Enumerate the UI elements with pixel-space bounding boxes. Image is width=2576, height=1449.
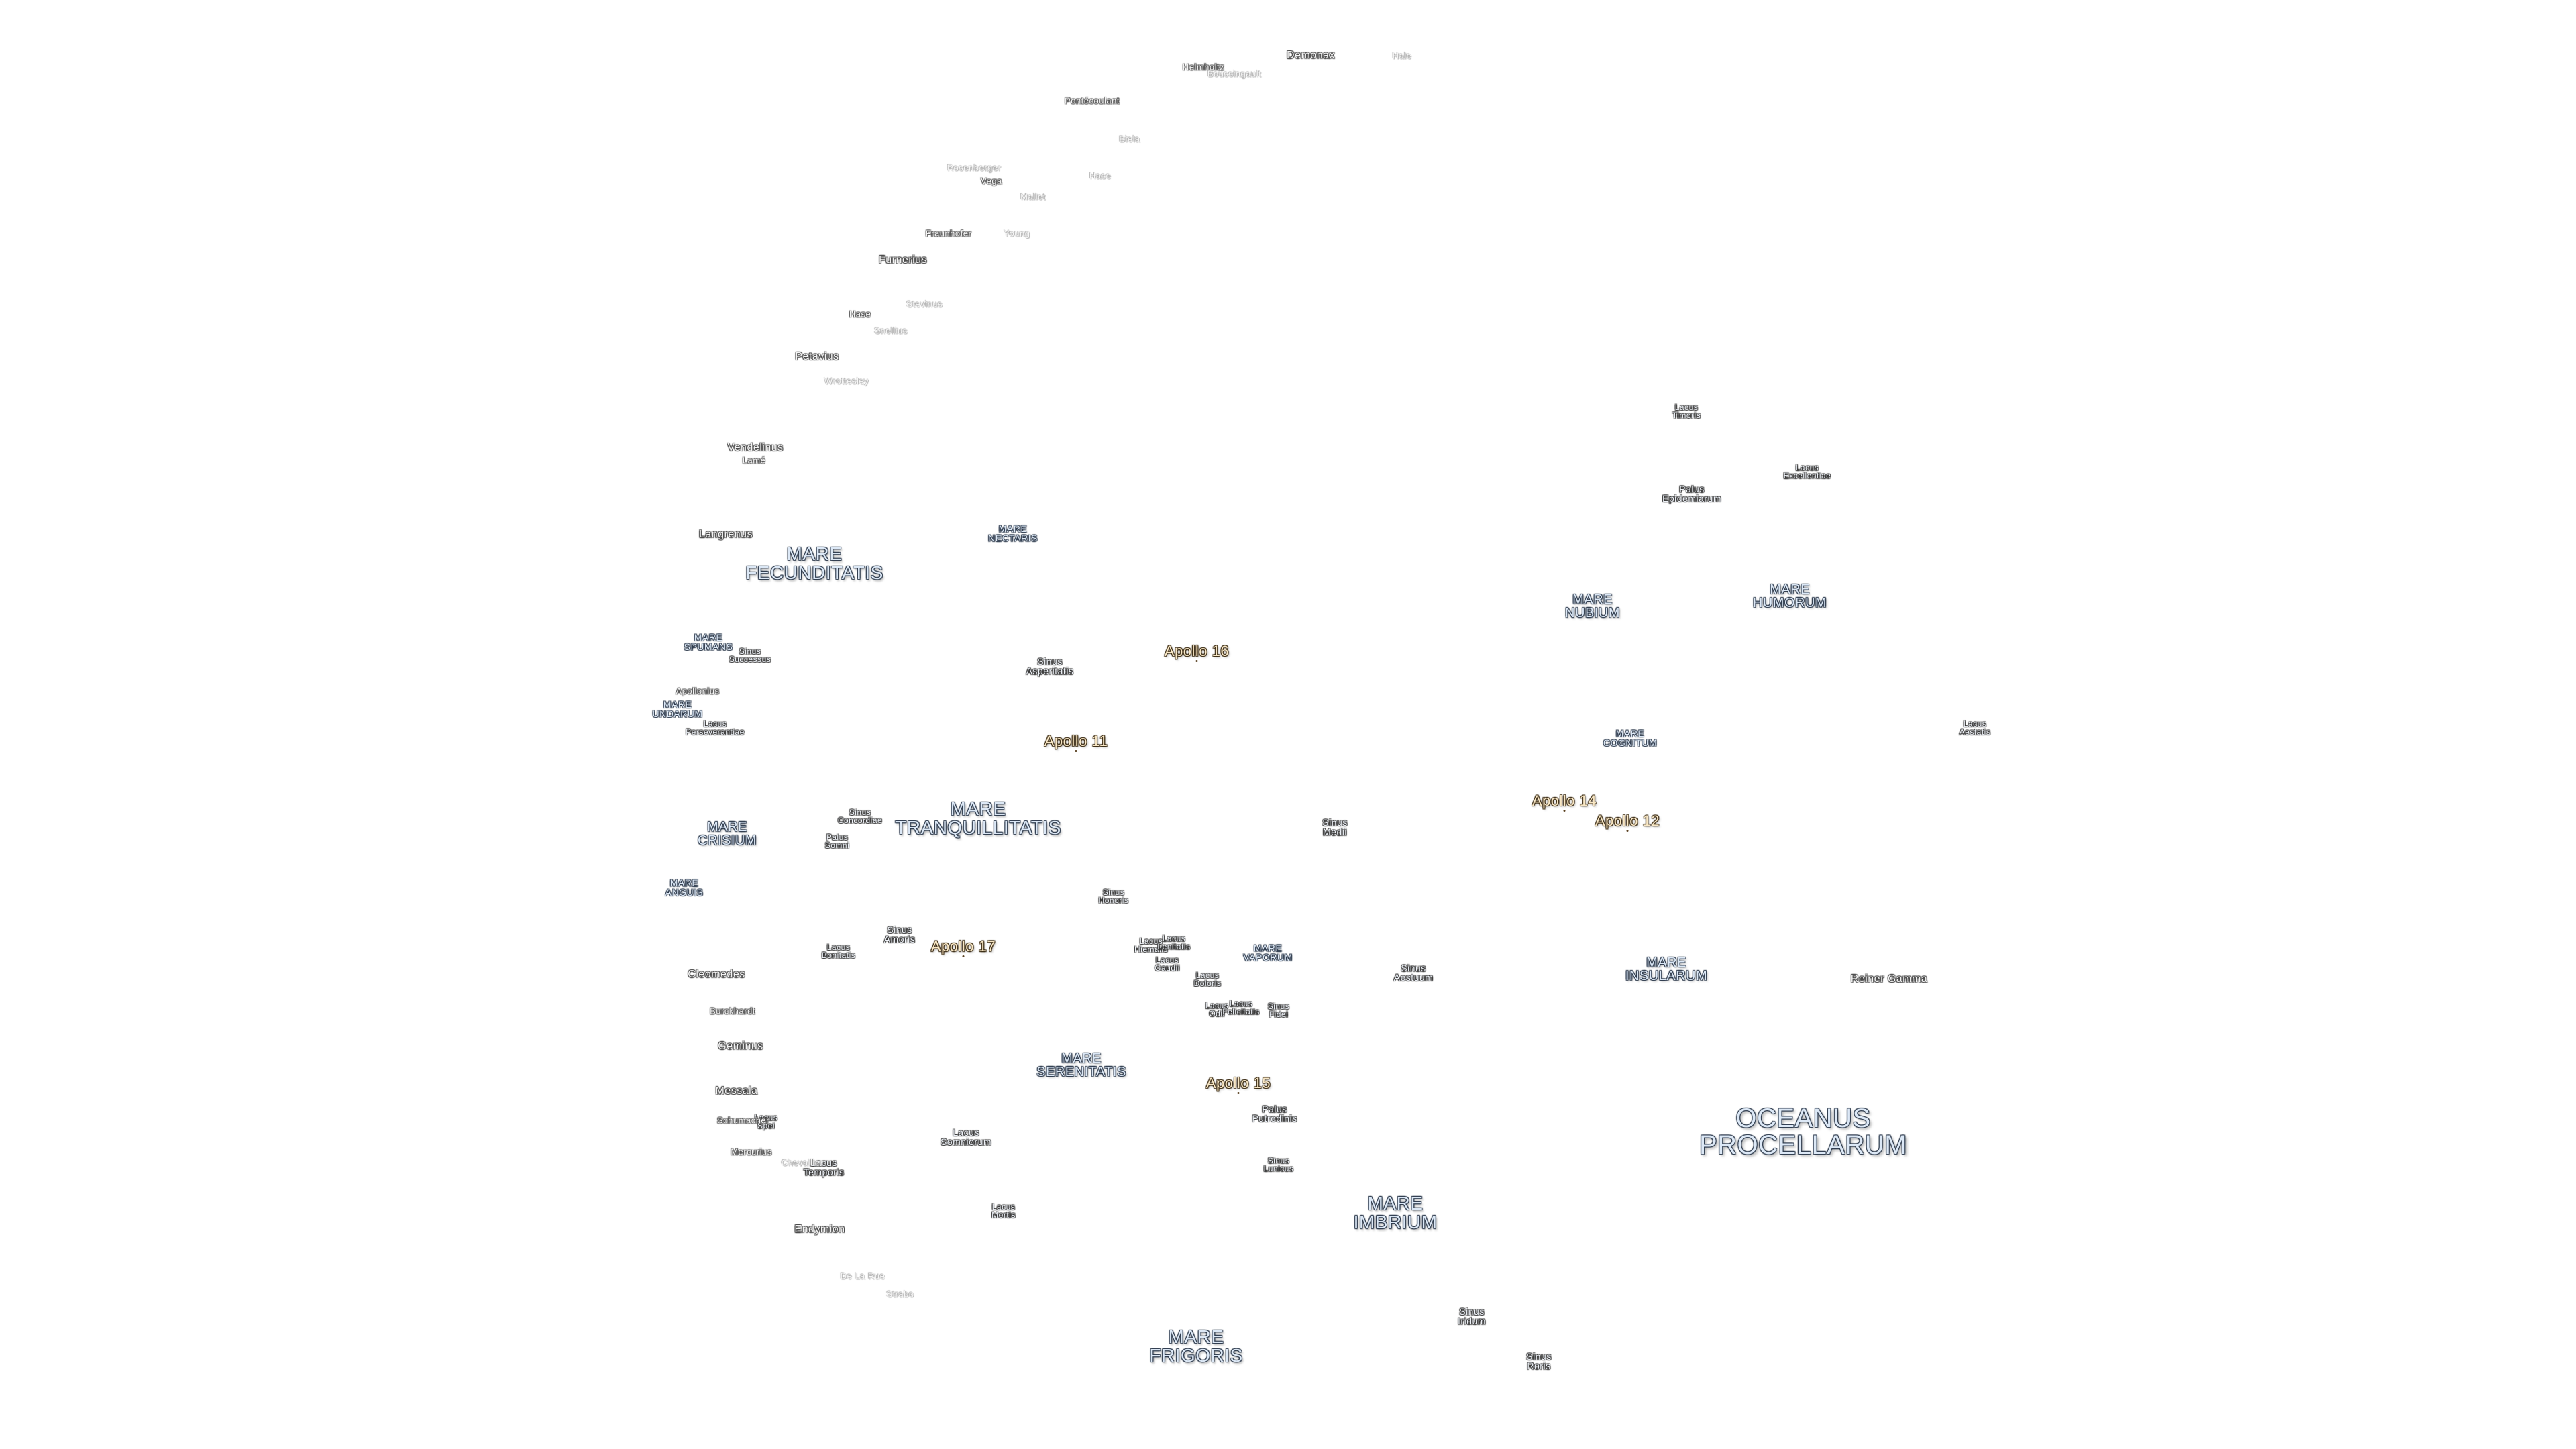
crater-label-stevinus: Stevinus <box>906 299 943 309</box>
mare-label-insularum: MARE INSULARUM <box>1625 955 1708 983</box>
crater-label-hase-faint: Hase <box>1089 170 1112 181</box>
mare-label-anguis: MARE ANGUIS <box>665 877 704 898</box>
feature-label-sinus-amoris: Sinus Amoris <box>883 924 916 945</box>
feature-label-palus-putredinis: Palus Putredinis <box>1252 1104 1297 1124</box>
crater-label-schumacher: Schumacher <box>717 1115 769 1126</box>
apollo-label-14[interactable]: Apollo 14 <box>1532 792 1597 809</box>
feature-label-lacus-temporis: Lacus Temporis <box>803 1157 845 1177</box>
feature-label-lacus-mortis: Lacus Mortis <box>991 1202 1016 1220</box>
feature-label-lacus-gaudii: Lacus Gaudii <box>1155 955 1180 973</box>
apollo-11-marker <box>1075 750 1077 752</box>
mare-label-spumans: MARE SPUMANS <box>684 632 733 652</box>
feature-label-lacus-timoris: Lacus Timoris <box>1672 402 1701 420</box>
mare-label-vaporum: MARE VAPORUM <box>1243 943 1293 963</box>
mare-label-nectaris: MARE NECTARIS <box>988 523 1038 543</box>
feature-label-lacus-bonitatis: Lacus Bonitatis <box>821 943 856 960</box>
apollo-16-marker <box>1195 660 1198 662</box>
apollo-17-marker <box>962 955 965 957</box>
feature-label-lacus-odii: Lacus Odii <box>1205 1001 1229 1018</box>
mare-label-serenitatis: MARE SERENITATIS <box>1036 1051 1126 1079</box>
feature-label-sinus-fidei: Sinus Fidei <box>1267 1002 1290 1019</box>
feature-label-lacus-doloris: Lacus Doloris <box>1193 971 1222 988</box>
crater-label-fraunhofer: Fraunhofer <box>925 228 972 239</box>
apollo-12-marker <box>1626 830 1629 832</box>
feature-label-lacus-felicitatis: Lacus Felicitatis <box>1222 999 1260 1016</box>
crater-label-de-la-rue: De La Rue <box>840 1271 885 1281</box>
crater-label-reiner-gamma: Reiner Gamma <box>1850 973 1928 985</box>
mare-label-oceanus-procellarum: OCEANUS PROCELLARUM <box>1699 1104 1908 1160</box>
crater-label-messala: Messala <box>715 1085 758 1097</box>
crater-label-rosenberger: Rosenberger <box>947 162 1002 173</box>
crater-label-langrenus: Langrenus <box>698 529 753 540</box>
feature-label-lacus-hiemalis: Lacus Hiemalis <box>1134 936 1169 954</box>
feature-label-lacus-excellentiae: Lacus Excellentiae <box>1783 463 1831 480</box>
crater-label-lame: Lamé <box>742 455 766 466</box>
mare-label-imbrium: MARE IMBRIUM <box>1353 1193 1438 1232</box>
crater-label-wrottesley: Wrottesley <box>824 376 869 386</box>
crater-label-burckhardt: Burckhardt <box>710 1006 755 1016</box>
feature-label-sinus-medii: Sinus Medii <box>1322 817 1348 837</box>
crater-label-vega: Vega <box>981 176 1002 186</box>
mare-label-fecunditatis: MARE FECUNDITATIS <box>745 543 883 583</box>
crater-label-chevallier: Chevallier <box>781 1157 824 1168</box>
feature-label-palus-epidemiarum: Palus Epidemiarum <box>1662 484 1721 504</box>
feature-label-lacus-perseverantiae: Lacus Perseverantiae <box>686 719 745 737</box>
crater-label-strabo: Strabo <box>886 1289 914 1299</box>
crater-label-hale: Hale <box>1392 50 1412 61</box>
feature-label-sinus-lunicus: Sinus Lunicus <box>1263 1156 1294 1173</box>
feature-label-lacus-aestatis: Lacus Aestatis <box>1959 719 1991 737</box>
feature-label-sinus-successus: Sinus Successus <box>729 647 771 664</box>
crater-label-helmholtz: Helmholtz <box>1182 62 1225 72</box>
apollo-label-16[interactable]: Apollo 16 <box>1164 643 1230 659</box>
crater-label-furnerius: Furnerius <box>878 254 928 266</box>
feature-label-sinus-roris: Sinus Roris <box>1526 1351 1552 1371</box>
apollo-label-15[interactable]: Apollo 15 <box>1205 1075 1271 1091</box>
crater-label-geminus: Geminus <box>718 1040 763 1052</box>
crater-label-vendelinus: Vendelinus <box>727 442 784 453</box>
mare-label-tranquillitatis: MARE TRANQUILLITATIS <box>895 798 1061 838</box>
crater-label-mercurius: Mercurius <box>731 1146 772 1157</box>
mare-label-undarum: MARE UNDARUM <box>652 699 703 719</box>
mare-label-humorum: MARE HUMORUM <box>1752 582 1827 610</box>
apollo-15-marker <box>1237 1092 1240 1094</box>
crater-label-cleomedes: Cleomedes <box>688 969 745 980</box>
crater-label-boussingault: Boussingault <box>1207 68 1262 79</box>
mare-label-crisium: MARE CRISIUM <box>698 820 757 848</box>
feature-label-sinus-aestuum: Sinus Aestuum <box>1393 963 1434 983</box>
crater-label-hase: Hase <box>849 309 871 319</box>
crater-label-biela: Biela <box>1119 133 1140 144</box>
mare-label-cognitum: MARE COGNITUM <box>1603 728 1658 748</box>
crater-label-petavius: Petavius <box>795 351 839 362</box>
feature-label-lacus-spei: Lacus Spei <box>754 1113 778 1130</box>
feature-label-lacus-somniorum: Lacus Somniorum <box>940 1127 992 1147</box>
mare-label-nubium: MARE NUBIUM <box>1565 592 1620 621</box>
crater-label-apollonius: Apollonius <box>676 686 720 696</box>
feature-label-sinus-iridum: Sinus Iridum <box>1458 1306 1486 1326</box>
mare-label-frigoris: MARE FRIGORIS <box>1149 1326 1243 1366</box>
crater-label-endymion: Endymion <box>794 1224 845 1235</box>
apollo-label-17[interactable]: Apollo 17 <box>930 938 996 955</box>
crater-label-pontecoulant: Pontécoulant <box>1065 95 1120 106</box>
crater-label-mallet: Mallet <box>1020 191 1046 202</box>
crater-label-snellius: Snellius <box>874 325 908 336</box>
feature-label-palus-somni: Palus Somni <box>824 833 850 850</box>
feature-label-sinus-concordiae: Sinus Concordiae <box>837 808 883 825</box>
feature-label-sinus-honoris: Sinus Honoris <box>1098 888 1129 905</box>
apollo-14-marker <box>1563 810 1566 812</box>
apollo-label-11[interactable]: Apollo 11 <box>1044 733 1108 749</box>
feature-label-lacus-lenitatis: Lacus Lenitatis <box>1157 934 1191 951</box>
crater-label-young: Young <box>1004 228 1030 239</box>
apollo-label-12[interactable]: Apollo 12 <box>1595 812 1660 829</box>
feature-label-sinus-asperitatis: Sinus Asperitatis <box>1026 656 1074 676</box>
crater-label-demonax: Demonax <box>1287 50 1335 61</box>
